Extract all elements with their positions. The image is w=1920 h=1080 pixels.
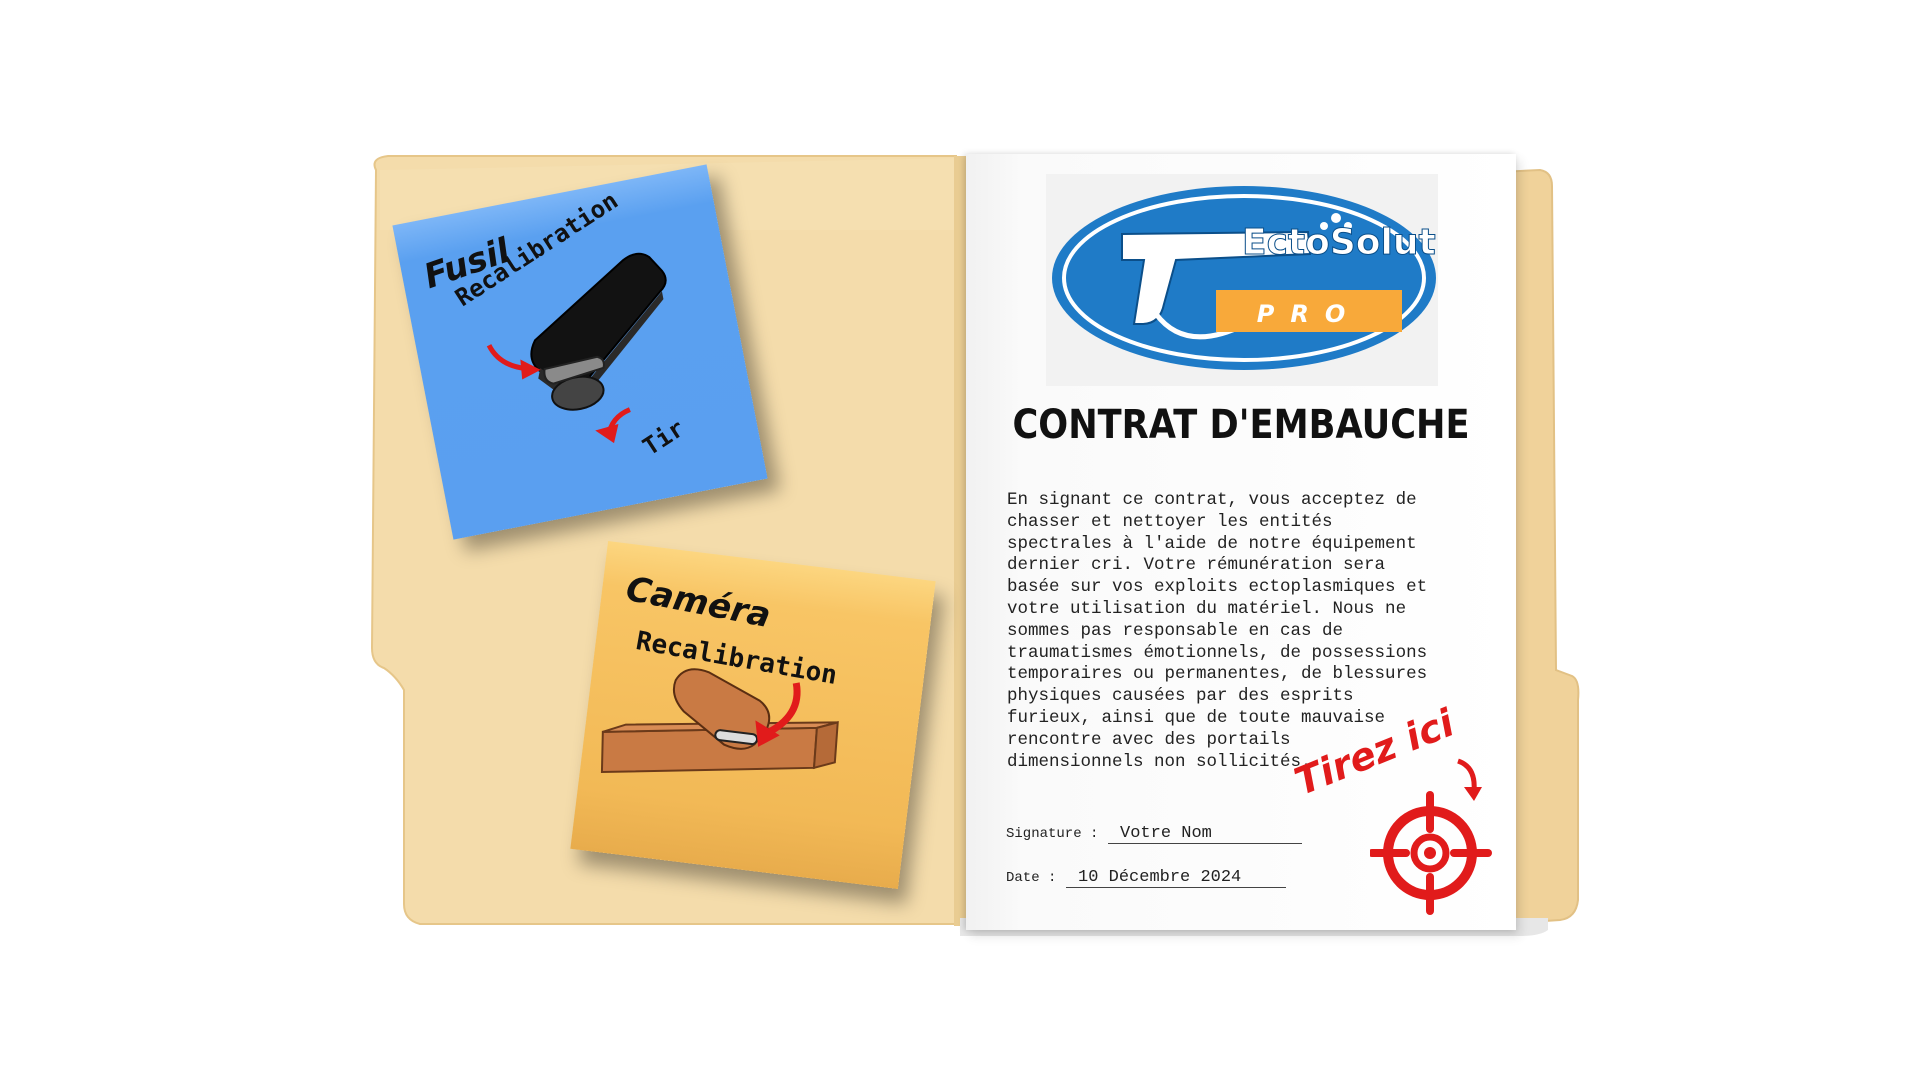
contract-title: CONTRAT D'EMBAUCHE bbox=[1012, 402, 1470, 448]
signature-label: Signature : bbox=[1006, 826, 1099, 842]
camera-device-icon bbox=[600, 668, 839, 774]
red-arrow-icon bbox=[764, 682, 801, 737]
camera-instruction-note: Caméra Recalibration bbox=[570, 541, 936, 889]
crosshair-target-icon[interactable] bbox=[1370, 757, 1510, 917]
gun-device-icon bbox=[486, 252, 667, 444]
date-row: Date : 10 Décembre 2024 bbox=[1006, 868, 1287, 888]
spray-gun-logo-icon: EctoSolution PRO bbox=[1052, 186, 1499, 370]
signature-field[interactable]: Votre Nom bbox=[1108, 824, 1303, 844]
gun-instruction-note: Fusil Recalibration Tir bbox=[392, 164, 768, 540]
logo-tier-text: PRO bbox=[1257, 300, 1361, 328]
signature-row: Signature : Votre Nom bbox=[1006, 824, 1303, 844]
contract-page: EctoSolution PRO CONTRAT D'EMBAUCHE En s… bbox=[966, 154, 1516, 930]
date-field: 10 Décembre 2024 bbox=[1066, 868, 1287, 888]
folder-spine bbox=[954, 156, 968, 926]
company-logo: EctoSolution PRO bbox=[1046, 174, 1499, 386]
logo-brand-text: EctoSolution bbox=[1242, 222, 1438, 263]
red-arrow-icon bbox=[486, 344, 527, 372]
date-label: Date : bbox=[1006, 870, 1057, 886]
contract-body-text: En signant ce contrat, vous acceptez de … bbox=[1007, 490, 1428, 772]
folder-back-flap bbox=[1499, 168, 1580, 926]
